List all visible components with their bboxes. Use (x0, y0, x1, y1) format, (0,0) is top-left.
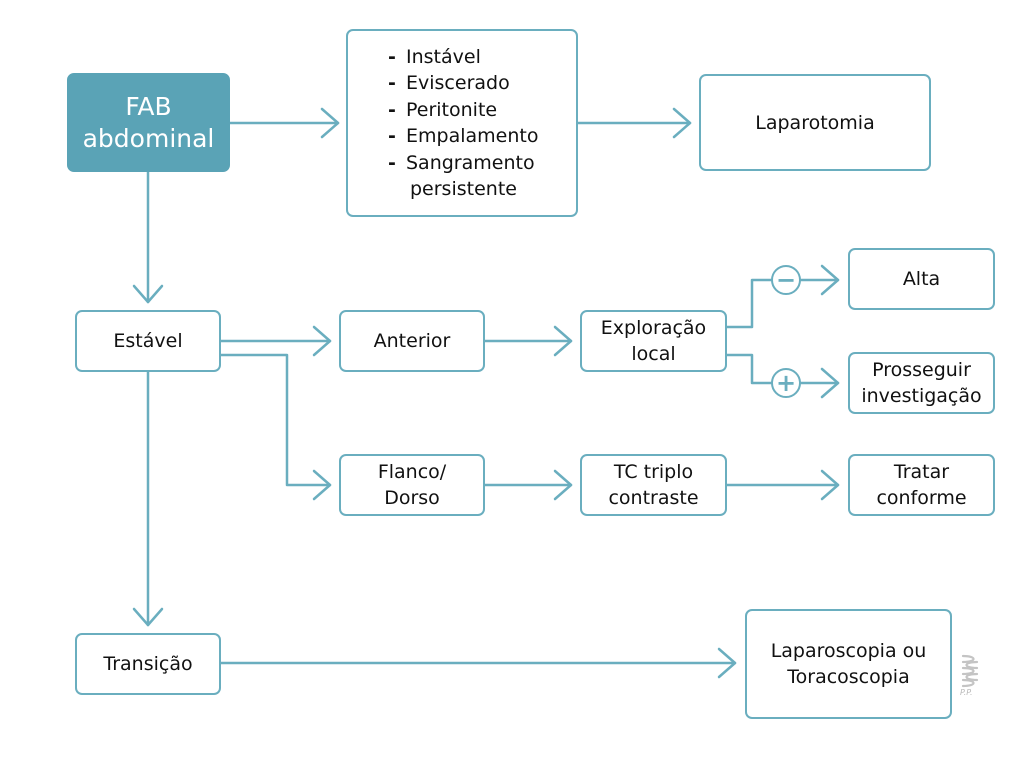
node-fab-abdominal: FAB abdominal (67, 73, 230, 172)
node-criteria-list: Instável Eviscerado Peritonite Empalamen… (346, 29, 578, 217)
arrowhead-tc-tratar (820, 469, 840, 501)
node-flanco-label: Flanco/ Dorso (377, 461, 447, 509)
criteria-item: Empalamento (386, 123, 538, 150)
positive-result-sign: + (771, 368, 801, 398)
node-tc-triplo-contraste: TC triplo contraste (580, 454, 727, 516)
criteria-list: Instável Eviscerado Peritonite Empalamen… (386, 44, 538, 203)
arrowhead-estavel-flanco (312, 469, 332, 501)
node-laparoscopia-label: Laparoscopia ou Toracoscopia (770, 640, 927, 688)
node-fab-abdominal-label: FAB abdominal (82, 91, 215, 153)
criteria-item: Eviscerado (386, 70, 538, 97)
node-transicao: Transição (75, 633, 221, 695)
node-prosseguir-investigacao: Prosseguir investigação (848, 352, 995, 414)
arrowhead-estavel-transicao (132, 607, 164, 627)
node-flanco-dorso: Flanco/ Dorso (339, 454, 485, 516)
node-prosseguir-label: Prosseguir investigação (861, 359, 982, 407)
node-exploracao-local: Exploração local (580, 310, 727, 372)
criteria-item-continuation: persistente (410, 178, 517, 200)
coil-logo-icon (961, 654, 979, 688)
negative-sign-glyph: − (775, 266, 797, 294)
node-laparoscopia-toracoscopia: Laparoscopia ou Toracoscopia (745, 609, 952, 719)
node-laparotomia-label: Laparotomia (755, 111, 875, 134)
node-estavel-label: Estável (113, 330, 183, 352)
arrowhead-fab-criteria (320, 107, 340, 139)
arrowhead-estavel-anterior (312, 325, 332, 357)
logo-text: P.P. (960, 688, 973, 697)
node-tc-label: TC triplo contraste (608, 461, 699, 509)
node-anterior: Anterior (339, 310, 485, 372)
positive-sign-glyph: + (775, 369, 797, 397)
arrowhead-transicao-laparoscopia (717, 647, 737, 679)
arrowhead-exploracao-alta (820, 264, 840, 296)
negative-result-sign: − (771, 265, 801, 295)
node-alta-label: Alta (902, 268, 941, 290)
node-laparotomia: Laparotomia (699, 74, 931, 171)
arrowhead-criteria-laparotomia (672, 107, 692, 139)
node-estavel: Estável (75, 310, 221, 372)
node-transicao-label: Transição (103, 653, 193, 675)
node-exploracao-label: Exploração local (600, 317, 707, 365)
arrowhead-fab-estavel (132, 284, 164, 304)
arrowhead-flanco-tc (553, 469, 573, 501)
connector-estavel-flanco (219, 353, 332, 487)
node-tratar-label: Tratar conforme (876, 461, 967, 509)
node-anterior-label: Anterior (373, 330, 451, 352)
arrowhead-exploracao-prosseguir (820, 367, 840, 399)
criteria-item: Peritonite (386, 97, 538, 124)
arrowhead-anterior-exploracao (553, 325, 573, 357)
criteria-item: Sangramento (386, 150, 538, 177)
node-alta: Alta (848, 248, 995, 310)
criteria-item: Instável (386, 44, 538, 71)
node-tratar-conforme: Tratar conforme (848, 454, 995, 516)
